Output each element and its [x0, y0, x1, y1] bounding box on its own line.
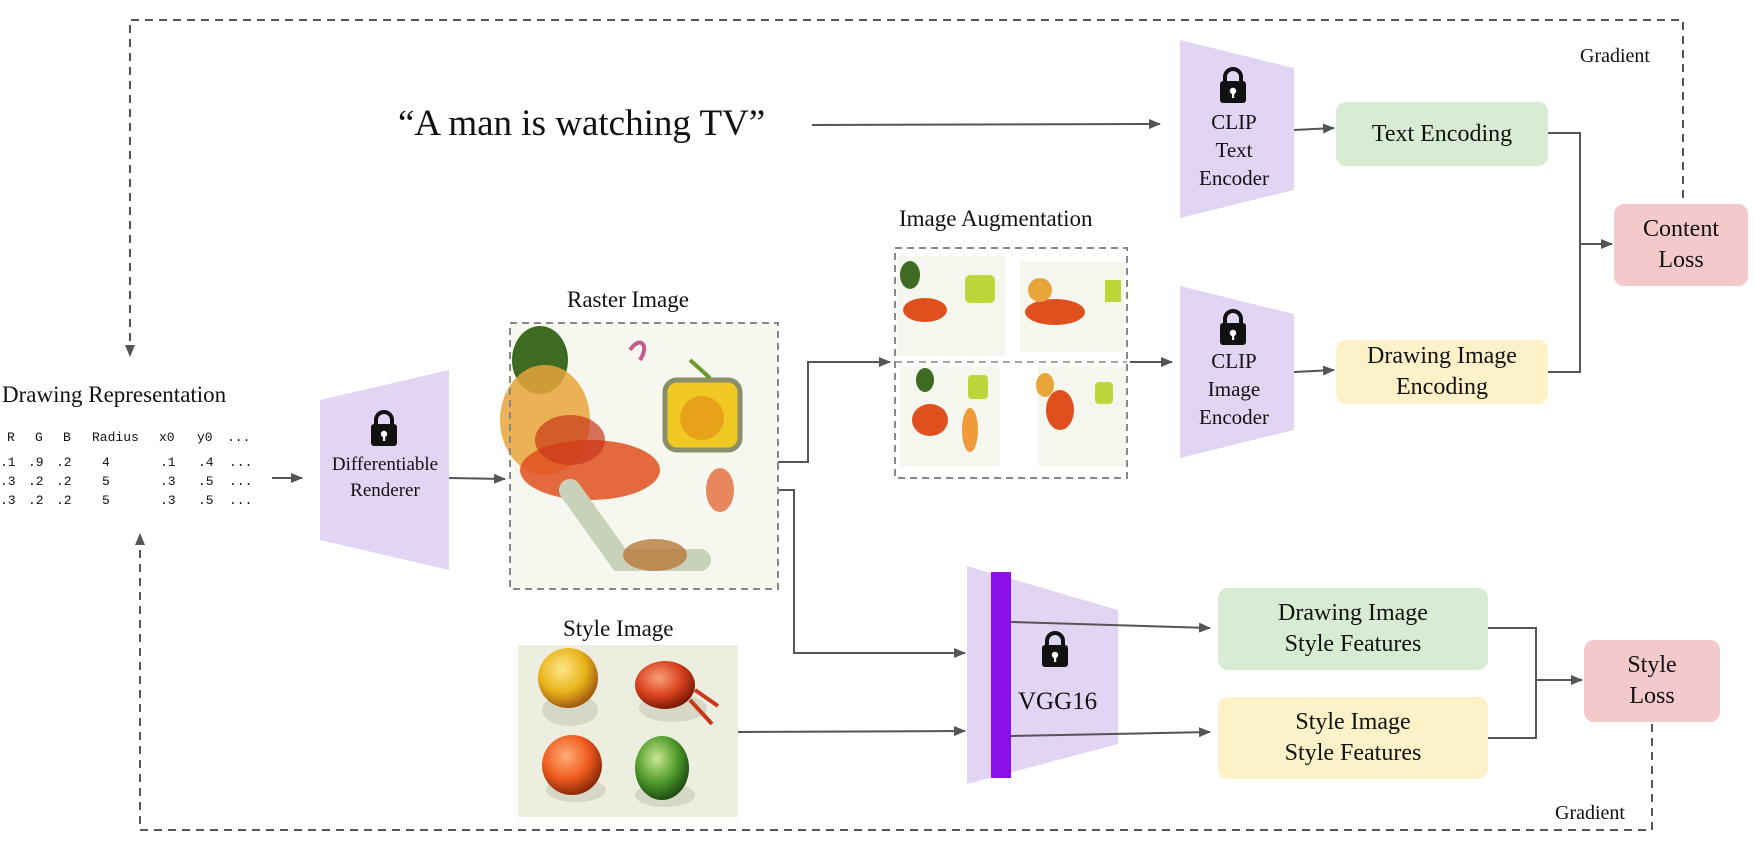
style-image: [518, 645, 738, 817]
vgg16-shape: [967, 566, 1118, 784]
table-cell: .2: [56, 493, 72, 508]
arrow-vgg-to-style-features: [1010, 727, 1211, 738]
gradient-label-bottom: Gradient: [1555, 802, 1625, 824]
content-merge: [1548, 132, 1581, 373]
drawing-representation-label: Drawing Representation: [2, 382, 227, 407]
clip-image-encoder-label: CLIP Image Encoder: [1184, 347, 1284, 431]
gradient-label-top: Gradient: [1580, 45, 1650, 67]
table-cell: .9: [28, 455, 44, 470]
table-cell: 5: [102, 493, 110, 508]
text-encoding-box: Text Encoding: [1336, 102, 1548, 166]
clip-text-encoder-label: CLIP Text Encoder: [1184, 108, 1284, 192]
content-loss-box: Content Loss: [1614, 204, 1748, 286]
clip-image-encoder-line: CLIP: [1211, 349, 1257, 373]
table-cell: 4: [102, 455, 110, 470]
lock-icon-vgg16: [1042, 631, 1068, 667]
table-header-cell: x0: [159, 430, 175, 445]
vgg16-input-bar: [991, 572, 1011, 778]
table-cell: .1: [160, 455, 176, 470]
table-cell: ...: [229, 493, 253, 508]
renderer-line: Differentiable: [331, 454, 439, 475]
table-cell: .5: [198, 493, 214, 508]
arrow-prompt-to-clip: [811, 119, 1161, 130]
clip-image-encoder-line: Encoder: [1199, 405, 1269, 429]
arrow-clip-to-drawing-encoding: [1293, 365, 1335, 376]
clip-text-encoder-line: CLIP: [1211, 110, 1257, 134]
vgg16-label: VGG16: [1018, 688, 1098, 715]
content-loss-line: Loss: [1658, 247, 1704, 273]
style-image-label: Style Image: [563, 616, 674, 641]
arrow-renderer-to-raster: [448, 473, 506, 484]
table-cell: ...: [229, 474, 253, 489]
table-header-cell: G: [35, 430, 43, 445]
table-row: .3 .2 .2 5 .3 .5 ...: [0, 491, 270, 510]
table-cell: .2: [28, 474, 44, 489]
style-loss-box: Style Loss: [1584, 640, 1720, 722]
arrow-raster-to-aug: [778, 357, 891, 463]
table-cell: .1: [0, 455, 16, 470]
table-header-cell: R: [7, 430, 15, 445]
style-merge: [1488, 627, 1537, 739]
gradient-loop-bottom: [135, 533, 1653, 831]
style-image-features-box: Style Image Style Features: [1218, 697, 1488, 779]
arrow-style-to-vgg: [737, 726, 966, 737]
content-loss-line: Content: [1643, 216, 1719, 242]
table-cell: .2: [56, 455, 72, 470]
table-cell: .3: [160, 474, 176, 489]
drawing-style-features-box: Drawing Image Style Features: [1218, 588, 1488, 670]
clip-image-encoder-shape: [1180, 286, 1294, 458]
clip-text-encoder-line: Encoder: [1199, 166, 1269, 190]
table-cell: .5: [198, 474, 214, 489]
style-loss-line: Loss: [1629, 683, 1675, 709]
drawing-style-features-line: Style Features: [1284, 631, 1422, 657]
raster-image-label: Raster Image: [567, 287, 689, 312]
table-row: .3 .2 .2 5 .3 .5 ...: [0, 472, 270, 491]
table-cell: .2: [56, 474, 72, 489]
lock-icon-renderer: [371, 410, 397, 446]
table-header-row: R G B Radius x0 y0 ...: [0, 428, 270, 447]
augmentation-grid: [894, 247, 1128, 479]
renderer-line: Renderer: [350, 480, 420, 501]
renderer-shape: [320, 370, 449, 570]
image-augmentation-label: Image Augmentation: [899, 206, 1093, 231]
drawing-image-encoding-line: Drawing Image: [1367, 343, 1517, 369]
clip-text-encoder-line: Text: [1215, 138, 1253, 162]
clip-image-encoder-line: Image: [1207, 377, 1261, 401]
drawing-representation-table: R G B Radius x0 y0 ... .1 .9 .2 4 .1 .4 …: [0, 428, 270, 510]
table-cell: .4: [198, 455, 214, 470]
style-image-features-line: Style Image: [1295, 709, 1411, 735]
lock-icon-clip-text: [1220, 67, 1246, 103]
table-cell: .3: [160, 493, 176, 508]
arrow-vgg-to-drawing-style: [1010, 621, 1211, 633]
table-header-cell: ...: [227, 430, 251, 445]
table-cell: .3: [0, 493, 16, 508]
style-loss-line: Style: [1627, 652, 1677, 678]
gradient-loop-top: [125, 19, 1684, 357]
text-encoding-text: Text Encoding: [1371, 120, 1513, 147]
table-row: .1 .9 .2 4 .1 .4 ...: [0, 453, 270, 472]
table-header-cell: y0: [197, 430, 213, 445]
table-cell: ...: [229, 455, 253, 470]
table-header-cell: Radius: [92, 430, 139, 445]
arrow-raster-to-vgg: [778, 489, 966, 658]
clip-text-encoder-shape: [1180, 40, 1294, 218]
table-cell: .2: [28, 493, 44, 508]
drawing-style-features-line: Drawing Image: [1278, 600, 1428, 626]
table-header-cell: B: [63, 430, 71, 445]
table-cell: 5: [102, 474, 110, 489]
prompt-text: “A man is watching TV”: [398, 103, 766, 144]
arrow-clip-to-text-encoding: [1293, 123, 1335, 134]
drawing-image-encoding-line: Encoding: [1396, 374, 1488, 400]
renderer-label: Differentiable Renderer: [318, 452, 452, 504]
drawing-image-encoding-box: Drawing Image Encoding: [1336, 340, 1548, 404]
lock-icon-clip-image: [1220, 309, 1246, 345]
table-cell: .3: [0, 474, 16, 489]
raster-image: [500, 322, 779, 590]
style-image-features-line: Style Features: [1284, 740, 1422, 766]
